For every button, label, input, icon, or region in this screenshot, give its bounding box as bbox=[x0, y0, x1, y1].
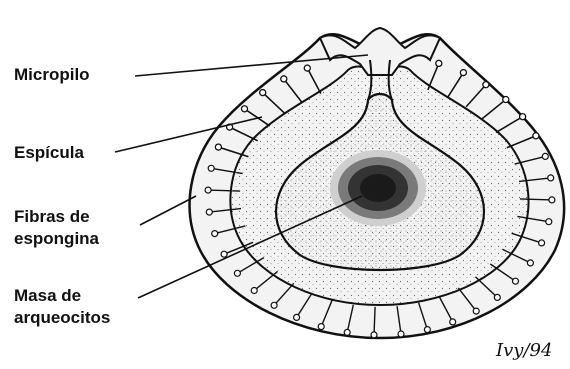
spicule-rotule bbox=[533, 133, 539, 139]
spicule-rotule bbox=[548, 175, 554, 181]
spicule-rotule bbox=[344, 329, 350, 335]
label-fibras-line1: Fibras de bbox=[14, 207, 90, 226]
spicule-rotule bbox=[221, 251, 227, 257]
artist-signature: Ivy/94 bbox=[495, 340, 552, 361]
label-masa-line2: arqueocitos bbox=[14, 308, 110, 327]
spicule-rotule bbox=[260, 90, 266, 96]
spicule-rotule bbox=[513, 278, 519, 284]
spicule-rotule bbox=[546, 219, 552, 225]
spicule-rotule bbox=[542, 153, 548, 159]
spicule-rotule bbox=[281, 76, 287, 82]
spicule-rotule bbox=[494, 294, 500, 300]
spicule-rotule bbox=[520, 114, 526, 120]
spicule-rotule bbox=[483, 82, 489, 88]
spicule-rotule bbox=[271, 302, 277, 308]
label-fibras-line2: espongina bbox=[14, 229, 100, 248]
spicule-rotule bbox=[473, 308, 479, 314]
spicule-rotule bbox=[549, 197, 555, 203]
spicule-rotule bbox=[251, 288, 257, 294]
spicule-rotule bbox=[424, 327, 430, 333]
spicule-rotule bbox=[460, 70, 466, 76]
spicule-rotule bbox=[215, 144, 221, 150]
spicule-rotule bbox=[212, 231, 218, 237]
spicule-rotule bbox=[242, 106, 248, 112]
spicule-rotule bbox=[208, 165, 214, 171]
spicule-rotule bbox=[318, 324, 324, 330]
spicule-rotule bbox=[450, 319, 456, 325]
archaeocyte-mass bbox=[330, 150, 426, 226]
label-micropilo: Micropilo bbox=[14, 65, 90, 84]
spicule-rotule bbox=[205, 187, 211, 193]
label-masa-line1: Masa de bbox=[14, 286, 81, 305]
spicule-rotule bbox=[304, 65, 310, 71]
spicule-rotule bbox=[234, 270, 240, 276]
spicule-rotule bbox=[294, 314, 300, 320]
spicule-rotule bbox=[503, 97, 509, 103]
spicule-rotule bbox=[371, 332, 377, 338]
leader-line-fibras bbox=[140, 196, 196, 225]
spicule-rotule bbox=[436, 60, 442, 66]
spicule-rotule bbox=[206, 209, 212, 215]
label-espicula: Espícula bbox=[14, 143, 84, 162]
spicule-rotule bbox=[527, 260, 533, 266]
spicule-rotule bbox=[398, 331, 404, 337]
spicule-rotule bbox=[539, 240, 545, 246]
